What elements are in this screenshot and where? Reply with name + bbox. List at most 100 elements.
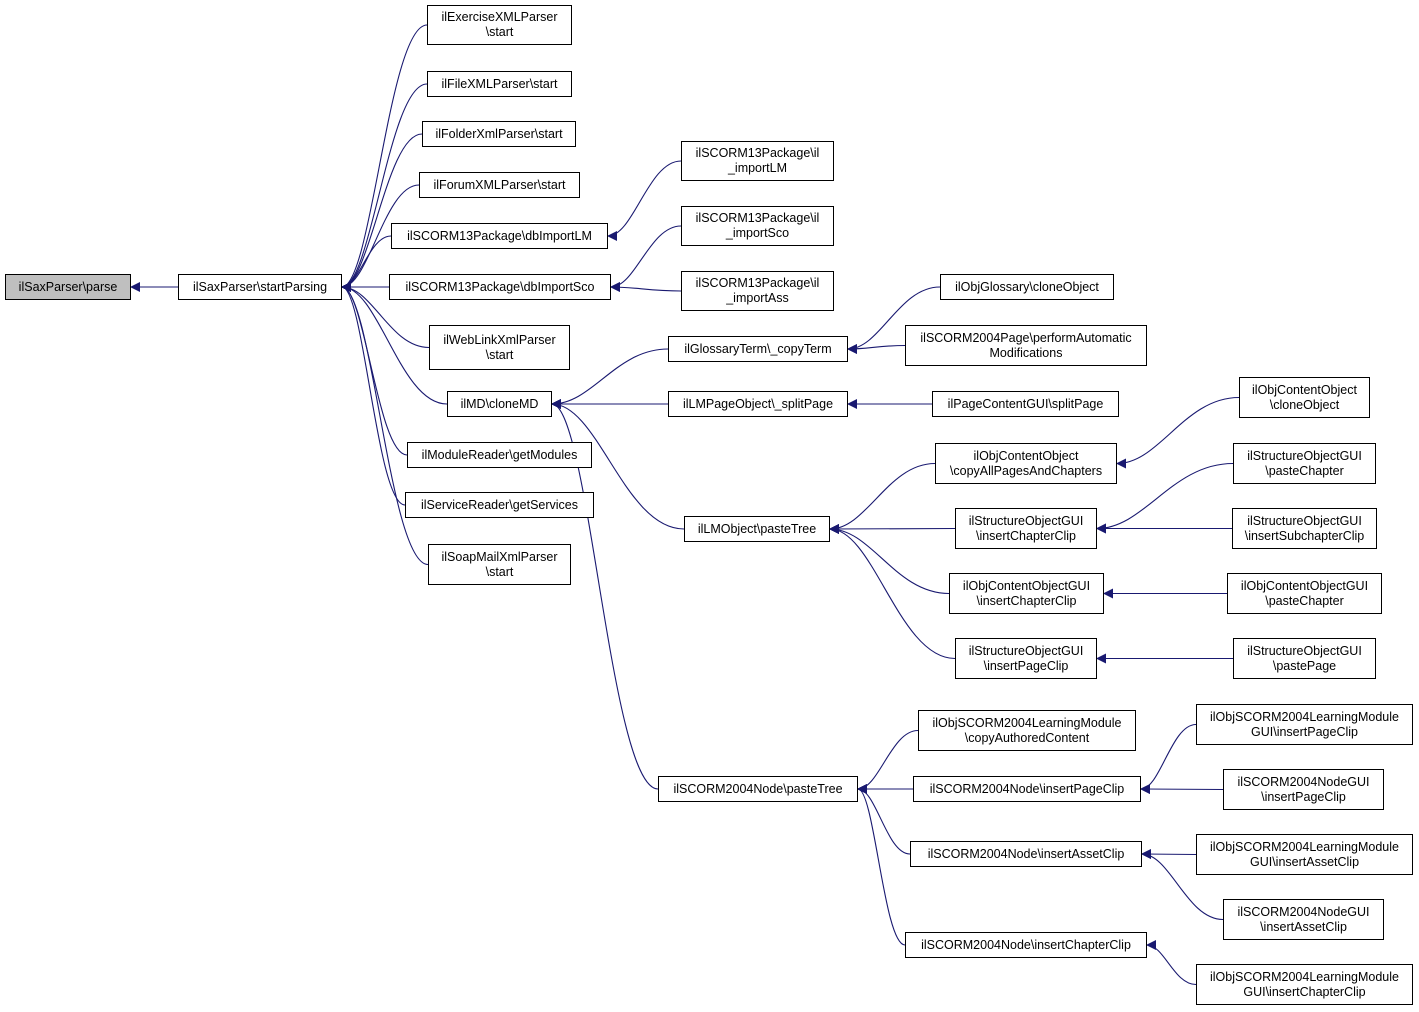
call-edge-importLM-to-dbImportLM <box>607 160 682 241</box>
call-edge-exercise-to-startParsing <box>341 24 428 292</box>
node-label-line: ilWebLinkXmlParser <box>443 332 556 347</box>
node-module-reader-get-modules[interactable]: ilModuleReader\getModules <box>407 442 592 468</box>
node-label-line: ilSCORM2004Node\insertPageClip <box>929 781 1125 796</box>
node-label-line: ilObjSCORM2004LearningModule <box>1210 709 1399 724</box>
node-scorm13-import-ass[interactable]: ilSCORM13Package\il_importAss <box>681 271 834 311</box>
node-lm-object-paste-tree[interactable]: ilLMObject\pasteTree <box>684 516 830 542</box>
node-label-line: ilSCORM13Package\il <box>695 146 820 160</box>
node-label-line: ilSCORM13Package\dbImportSco <box>405 279 595 294</box>
node-obj-glossary-clone-object[interactable]: ilObjGlossary\cloneObject <box>940 274 1114 300</box>
node-label-line: ilStructureObjectGUI <box>1247 643 1362 658</box>
node-label-line: ilSCORM2004Node\insertAssetClip <box>927 846 1125 861</box>
node-scorm13-db-import-lm[interactable]: ilSCORM13Package\dbImportLM <box>391 223 608 249</box>
node-label-line: GUI\insertAssetClip <box>1249 854 1360 869</box>
node-label-line: ilStructureObjectGUI <box>1247 513 1362 528</box>
node-sax-parser-start-parsing[interactable]: ilSaxParser\startParsing <box>178 274 342 300</box>
node-glossary-term-copy-term[interactable]: ilGlossaryTerm\_copyTerm <box>668 336 848 362</box>
call-edge-cloneMD-to-startParsing <box>341 282 448 405</box>
node-label-line: \copyAuthoredContent <box>964 730 1090 745</box>
node-forum-xml-parser-start[interactable]: ilForumXMLParser\start <box>419 172 580 198</box>
node-label-line: \cloneObject <box>1269 397 1340 412</box>
node-label-line: ilObjSCORM2004LearningModule <box>1210 969 1399 984</box>
node-soap-mail-xml-parser-start[interactable]: ilSoapMailXmlParser\start <box>428 544 571 585</box>
node-label-line: ilServiceReader\getServices <box>420 497 578 512</box>
call-edge-scoPasteTree-to-cloneMD <box>551 399 659 790</box>
node-label-line: \start <box>485 564 514 579</box>
node-exercise-xml-parser-start[interactable]: ilExerciseXMLParser\start <box>427 5 572 45</box>
call-edge-lmguiInsertPageClip-to-nodeInsertPageClip <box>1140 723 1197 794</box>
node-label-line: ilModuleReader\getModules <box>421 447 578 462</box>
node-obj-content-object-gui-insert-chapter-clip[interactable]: ilObjContentObjectGUI\insertChapterClip <box>949 573 1104 614</box>
node-scorm2004-node-gui-insert-asset-clip[interactable]: ilSCORM2004NodeGUI\insertAssetClip <box>1223 899 1384 940</box>
node-label-line: ilSCORM2004NodeGUI <box>1237 774 1370 789</box>
call-edge-copyAllPages-to-lmPasteTree <box>829 462 936 534</box>
node-label-line: ilPageContentGUI\splitPage <box>947 396 1104 411</box>
node-structure-object-gui-insert-page-clip[interactable]: ilStructureObjectGUI\insertPageClip <box>955 638 1097 679</box>
node-label-line: GUI\insertChapterClip <box>1243 984 1366 999</box>
node-scorm2004-node-insert-chapter-clip[interactable]: ilSCORM2004Node\insertChapterClip <box>905 932 1147 958</box>
node-scorm13-db-import-sco[interactable]: ilSCORM13Package\dbImportSco <box>389 274 611 300</box>
node-label-line: \insertAssetClip <box>1260 919 1347 934</box>
node-label-line: ilStructureObjectGUI <box>968 513 1084 528</box>
node-file-xml-parser-start[interactable]: ilFileXMLParser\start <box>427 71 572 97</box>
node-label-line: \insertPageClip <box>983 658 1069 673</box>
node-label-line: ilObjContentObject <box>1252 382 1357 397</box>
node-obj-content-object-copy-all-pages[interactable]: ilObjContentObject\copyAllPagesAndChapte… <box>935 443 1117 484</box>
node-scorm2004-node-insert-page-clip[interactable]: ilSCORM2004Node\insertPageClip <box>913 776 1141 802</box>
node-label-line: Modifications <box>989 345 1063 360</box>
node-label-line: ilObjContentObjectGUI <box>1240 578 1369 593</box>
call-edge-nodeInsertAssetClip-to-scoPasteTree <box>857 784 911 855</box>
node-obj-content-object-clone-object[interactable]: ilObjContentObject\cloneObject <box>1239 377 1370 418</box>
node-label-line: ilLMPageObject\_splitPage <box>682 396 834 411</box>
node-label-line: \insertChapterClip <box>976 593 1077 608</box>
node-page-content-gui-split-page[interactable]: ilPageContentGUI\splitPage <box>932 391 1119 417</box>
node-label-line: ilLMObject\pasteTree <box>697 521 817 536</box>
node-label-line: ilSCORM2004Node\insertChapterClip <box>921 937 1131 952</box>
node-structure-object-gui-paste-chapter[interactable]: ilStructureObjectGUI\pasteChapter <box>1233 443 1376 484</box>
call-edge-lmPasteTree-to-cloneMD <box>551 399 685 530</box>
node-label-line: ilStructureObjectGUI <box>968 643 1084 658</box>
node-structure-object-gui-insert-subchapter-clip[interactable]: ilStructureObjectGUI\insertSubchapterCli… <box>1232 508 1377 549</box>
node-scorm2004-node-gui-insert-page-clip[interactable]: ilSCORM2004NodeGUI\insertPageClip <box>1223 769 1384 810</box>
node-label-line: ilExerciseXMLParser <box>441 10 558 24</box>
node-label-line: ilFolderXmlParser\start <box>435 126 563 141</box>
call-edge-soapMail-to-startParsing <box>341 282 429 566</box>
call-edge-copyTerm-to-cloneMD <box>551 348 669 409</box>
node-label-line: \pasteChapter <box>1265 463 1344 478</box>
node-label-line: ilSCORM2004Page\performAutomatic <box>920 330 1132 345</box>
call-edge-importSco-to-dbImportSco <box>610 225 682 292</box>
node-label-line: ilObjSCORM2004LearningModule <box>1210 839 1399 854</box>
node-weblink-xml-parser-start[interactable]: ilWebLinkXmlParser\start <box>429 325 570 370</box>
node-scorm2004-node-paste-tree[interactable]: ilSCORM2004Node\pasteTree <box>658 776 858 802</box>
node-label-line: ilObjSCORM2004LearningModule <box>932 715 1122 730</box>
node-md-clone-md[interactable]: ilMD\cloneMD <box>447 391 552 417</box>
node-label-line: ilGlossaryTerm\_copyTerm <box>684 341 832 356</box>
call-edge-soInsertChapterClip-to-lmPasteTree <box>829 523 956 534</box>
call-edge-copyAuthored-to-scoPasteTree <box>857 729 919 794</box>
call-edge-soInsertPageClip-to-lmPasteTree <box>829 524 956 660</box>
node-label-line: _importSco <box>725 226 790 240</box>
call-edge-nodeInsertChapterClip-to-scoPasteTree <box>857 784 906 946</box>
node-service-reader-get-services[interactable]: ilServiceReader\getServices <box>405 492 594 518</box>
node-lm-page-object-split-page[interactable]: ilLMPageObject\_splitPage <box>668 391 848 417</box>
call-edge-soPasteChapter-to-soInsertChapterClip <box>1096 462 1234 534</box>
node-label-line: \insertPageClip <box>1261 789 1346 804</box>
node-structure-object-gui-insert-chapter-clip[interactable]: ilStructureObjectGUI\insertChapterClip <box>955 508 1097 549</box>
node-scorm2004-node-insert-asset-clip[interactable]: ilSCORM2004Node\insertAssetClip <box>910 841 1142 867</box>
node-obj-content-object-gui-paste-chapter[interactable]: ilObjContentObjectGUI\pasteChapter <box>1227 573 1382 614</box>
node-label-line: \start <box>485 347 514 362</box>
node-scorm13-import-lm[interactable]: ilSCORM13Package\il_importLM <box>681 141 834 181</box>
node-label-line: \copyAllPagesAndChapters <box>949 463 1103 478</box>
call-edge-glossaryClone-to-copyTerm <box>847 286 941 354</box>
node-folder-xml-parser-start[interactable]: ilFolderXmlParser\start <box>422 121 576 147</box>
node-structure-object-gui-paste-page[interactable]: ilStructureObjectGUI\pastePage <box>1233 638 1376 679</box>
call-edge-importAss-to-dbImportSco <box>610 282 682 293</box>
node-scorm13-import-sco[interactable]: ilSCORM13Package\il_importSco <box>681 206 834 246</box>
node-obj-scorm2004-lm-copy-authored-content[interactable]: ilObjSCORM2004LearningModule\copyAuthore… <box>918 710 1136 751</box>
